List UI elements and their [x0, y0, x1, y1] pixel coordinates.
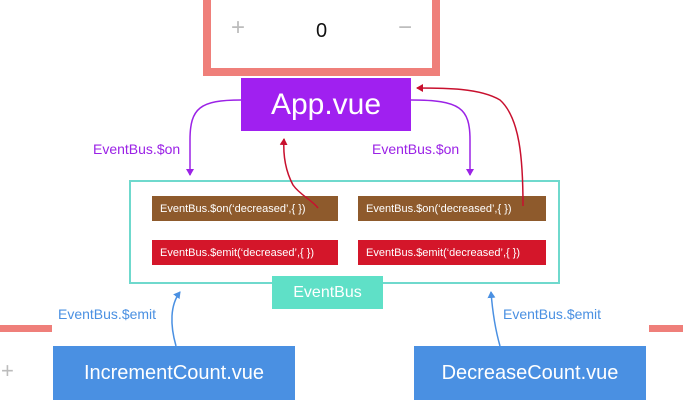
counter-panel: + 0 − [203, 0, 440, 76]
eventbus-on-method-left: EventBus.$on(‘decreased’,{ }) [152, 196, 338, 221]
on-label-right: EventBus.$on [372, 141, 460, 157]
red-arrow-right [416, 84, 524, 207]
edge-panel-bar-right [649, 325, 683, 332]
red-arrow-left [279, 138, 319, 209]
blue-arrow-left [171, 291, 181, 347]
on-label-left: EventBus.$on [93, 141, 181, 157]
eventbus-on-method-right: EventBus.$on(‘decreased’,{ }) [358, 196, 546, 221]
blue-arrow-right [487, 291, 501, 347]
counter-value: 0 [315, 20, 328, 42]
emit-label-right: EventBus.$emit [503, 306, 602, 322]
counter-plus-button[interactable]: + [231, 14, 246, 41]
eventbus-label: EventBus [272, 276, 383, 309]
edge-panel-bar-left [0, 325, 52, 332]
eventbus-emit-method-left: EventBus.$emit(‘decreased’,{ }) [152, 240, 338, 265]
purple-arrow-right [410, 99, 474, 176]
emit-label-left: EventBus.$emit [58, 306, 157, 322]
purple-arrow-left [186, 99, 242, 176]
edge-plus-icon: + [1, 358, 14, 383]
eventbus-emit-method-right: EventBus.$emit(‘decreased’,{ }) [358, 240, 546, 265]
app-vue-node: App.vue [241, 78, 411, 131]
decrease-count-node: DecreaseCount.vue [414, 346, 646, 400]
counter-minus-button[interactable]: − [397, 14, 412, 41]
increment-count-node: IncrementCount.vue [53, 346, 295, 400]
